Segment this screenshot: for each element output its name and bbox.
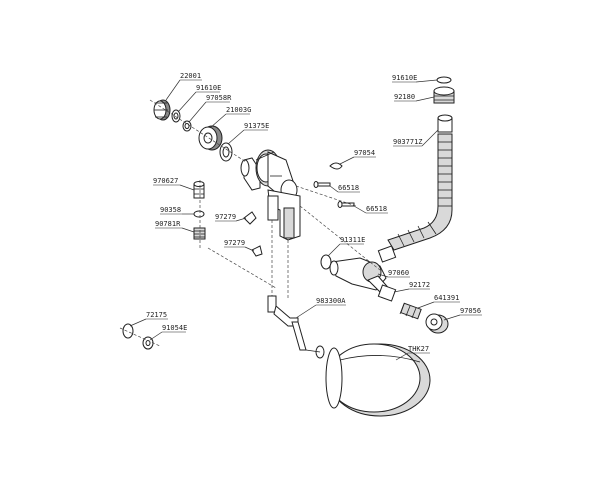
label-66518-b: 66518: [366, 205, 387, 213]
cap-92172: [377, 284, 397, 302]
washer-91311e: [320, 254, 332, 270]
label-22001: 22001: [180, 72, 201, 80]
label-97060-group: 97060: [377, 269, 410, 278]
label-91311e: 91311E: [340, 236, 365, 244]
label-91054e-group: 91054E: [149, 324, 187, 341]
label-903771z-group: 903771Z: [393, 129, 439, 147]
label-97056-group: 97056: [443, 307, 482, 321]
float-thk27: [325, 343, 431, 417]
label-22001-group: 22001: [165, 72, 202, 101]
nut-92180: [433, 86, 455, 104]
label-91610e-right: 91610E: [392, 74, 417, 82]
valve-97060: [329, 257, 393, 297]
nut-97056: [425, 313, 449, 334]
axis-line-screws: [295, 185, 357, 207]
washer-97058r: [182, 120, 192, 132]
label-91610e-top-group: 91610E: [177, 84, 221, 113]
axis-line-bottom: [119, 327, 161, 347]
washer-90358: [193, 210, 205, 218]
label-90781r: 90781R: [155, 220, 181, 228]
label-21003g-group: 21003G: [209, 106, 251, 129]
washer-91610e-top: [171, 109, 181, 123]
label-21003g: 21003G: [226, 106, 251, 114]
axis-line-right: [299, 205, 381, 271]
oring-72175: [122, 323, 134, 339]
label-970627: 970627: [153, 177, 178, 185]
label-90781r-group: 90781R: [155, 220, 195, 233]
axis-line-mid: [207, 247, 277, 289]
label-66518-a-group: 66518: [329, 184, 360, 193]
label-92180-group: 92180: [394, 93, 435, 102]
label-97058r: 97058R: [206, 94, 232, 102]
pin-97279-b: [251, 245, 263, 257]
label-983300a: 983300A: [316, 297, 346, 305]
label-66518-a: 66518: [338, 184, 359, 192]
float-arm-983300a: [267, 220, 325, 359]
label-983300a-group: 983300A: [295, 297, 346, 319]
spring-641391: [399, 302, 422, 320]
label-91054e: 91054E: [162, 324, 187, 332]
label-97279-b: 97279: [224, 239, 245, 247]
label-97058r-group: 97058R: [188, 94, 232, 123]
label-72175: 72175: [146, 311, 167, 319]
label-641391: 641391: [434, 294, 459, 302]
label-97279-b-group: 97279: [224, 239, 255, 252]
label-97056: 97056: [460, 307, 481, 315]
valve-body: [240, 149, 301, 241]
label-97279-a: 97279: [215, 213, 236, 221]
nut-22001: [153, 99, 171, 121]
screw-66518-a: [313, 181, 331, 188]
label-97279-a-group: 97279: [215, 213, 247, 222]
pin-97279-a: [243, 211, 257, 225]
label-thk27: THK27: [408, 345, 429, 353]
label-92172: 92172: [409, 281, 430, 289]
label-66518-b-group: 66518: [353, 205, 388, 214]
screw-66518-b: [337, 201, 355, 208]
label-90358: 90358: [160, 206, 181, 214]
clip-97054: [329, 162, 343, 170]
hose-903771z: [377, 114, 453, 263]
label-97060: 97060: [388, 269, 409, 277]
label-903771z: 903771Z: [393, 138, 423, 146]
label-97054-group: 97054: [339, 149, 376, 165]
label-91610e-right-group: 91610E: [392, 74, 438, 83]
label-97054: 97054: [354, 149, 375, 157]
label-970627-group: 970627: [153, 177, 195, 191]
label-91375e-group: 91375E: [227, 122, 269, 145]
label-91311e-group: 91311E: [327, 236, 365, 257]
fitting-970627: [193, 181, 205, 199]
label-641391-group: 641391: [417, 294, 460, 309]
axis-line-top: [149, 99, 247, 163]
label-91375e: 91375E: [244, 122, 269, 130]
label-90358-group: 90358: [160, 206, 194, 215]
label-thk27-group: THK27: [395, 345, 430, 361]
flange-nut-21003g: [198, 125, 223, 151]
washer-91610e-right: [436, 76, 452, 84]
label-92172-group: 92172: [393, 281, 430, 293]
spring-90781r: [193, 227, 206, 240]
label-72175-group: 72175: [129, 311, 168, 327]
label-92180: 92180: [394, 93, 415, 101]
label-91610e-top: 91610E: [196, 84, 221, 92]
